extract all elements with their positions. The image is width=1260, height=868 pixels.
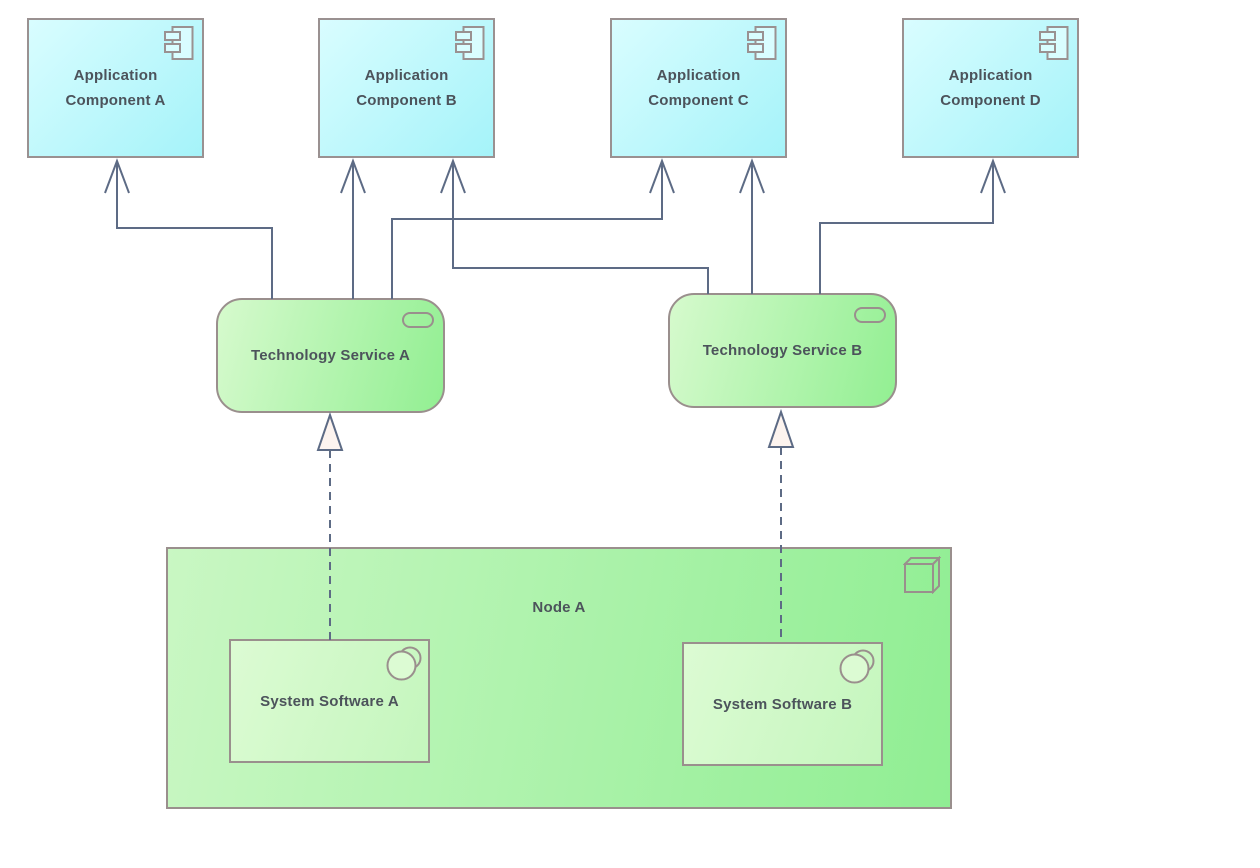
- serving-arrow-service-a-to-component-b[interactable]: [340, 158, 366, 299]
- serving-arrow-service-b-to-component-d[interactable]: [819, 158, 1006, 294]
- component-icon: [455, 26, 485, 60]
- system-software-b[interactable]: System Software B: [682, 642, 883, 766]
- component-icon: [747, 26, 777, 60]
- technology-service-a-label: Technology Service A: [250, 347, 411, 364]
- system-software-b-label: System Software B: [712, 695, 853, 713]
- technology-service-b-label: Technology Service B: [702, 342, 863, 359]
- system-software-circles-icon: [839, 649, 875, 684]
- system-software-a-label: System Software A: [260, 692, 399, 710]
- serving-arrow-service-b-to-component-b[interactable]: [440, 158, 709, 294]
- serving-arrow-service-a-to-component-c[interactable]: [391, 158, 675, 299]
- component-icon: [164, 26, 194, 60]
- node-a-label: Node A: [532, 599, 586, 616]
- serving-arrow-service-a-to-component-a[interactable]: [104, 158, 273, 299]
- component-icon: [1039, 26, 1069, 60]
- technology-service-b[interactable]: Technology Service B: [668, 293, 897, 408]
- realization-arrow-software-a-to-service-a[interactable]: [316, 411, 344, 640]
- service-pill-icon: [402, 312, 434, 328]
- realization-arrow-software-b-to-service-b[interactable]: [767, 408, 795, 643]
- node-cube-icon: [903, 556, 941, 594]
- system-software-circles-icon: [386, 646, 422, 681]
- technology-service-a[interactable]: Technology Service A: [216, 298, 445, 413]
- service-pill-icon: [854, 307, 886, 323]
- serving-arrow-service-b-to-component-c[interactable]: [739, 158, 765, 294]
- system-software-a[interactable]: System Software A: [229, 639, 430, 763]
